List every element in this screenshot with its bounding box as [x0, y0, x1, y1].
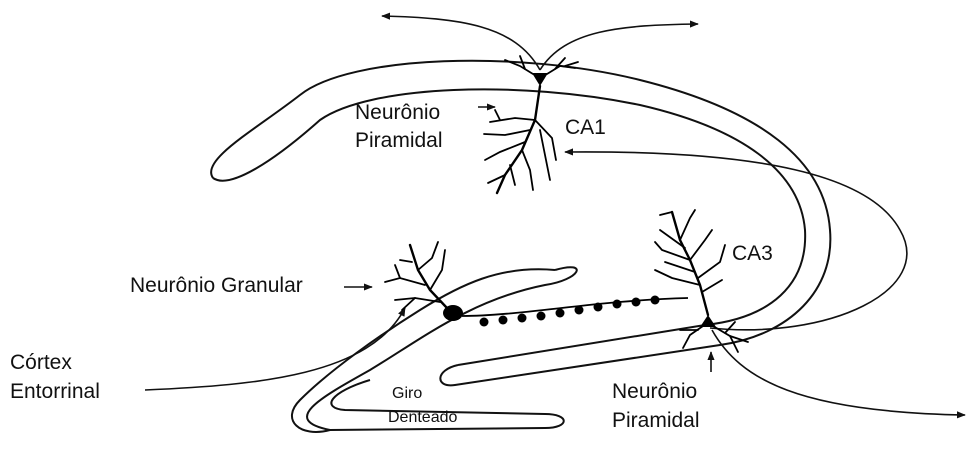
label-neuronio-piramidal-ca1-line1: Neurônio — [355, 102, 440, 123]
ammons-horn-band — [211, 61, 830, 386]
dentate-gyrus-outer-edge — [307, 267, 577, 430]
label-cortex-line1: Córtex — [10, 352, 72, 373]
granular-neuron — [385, 242, 463, 321]
dentate-gyrus-inner-edge — [292, 269, 555, 432]
label-cortex-line2: Entorrinal — [10, 381, 100, 402]
ca1-pyramidal-neuron — [484, 56, 578, 193]
label-ca1: CA1 — [565, 117, 606, 138]
perforant-path-arrow — [145, 308, 405, 390]
ca3-soma — [700, 315, 716, 327]
label-ca3: CA3 — [732, 243, 773, 264]
ammons-horn-inner-edge — [213, 89, 805, 365]
fiber-pathways — [145, 16, 965, 415]
label-neuronio-piramidal-ca3-line2: Piramidal — [612, 410, 700, 431]
label-giro-line2: Denteado — [388, 410, 457, 426]
label-neuronio-piramidal-ca1-line2: Piramidal — [355, 130, 443, 151]
label-neuronio-granular: Neurônio Granular — [130, 275, 303, 296]
ca3-output-arrow — [712, 330, 965, 415]
label-neuronio-piramidal-ca3-line1: Neurônio — [612, 381, 697, 402]
dentate-gyrus-band — [292, 267, 577, 432]
label-giro-line1: Giro — [392, 386, 422, 402]
ca1-soma — [532, 73, 548, 86]
ca1-output-arrow-right — [540, 24, 698, 70]
ammons-horn-outer-edge — [211, 61, 830, 386]
